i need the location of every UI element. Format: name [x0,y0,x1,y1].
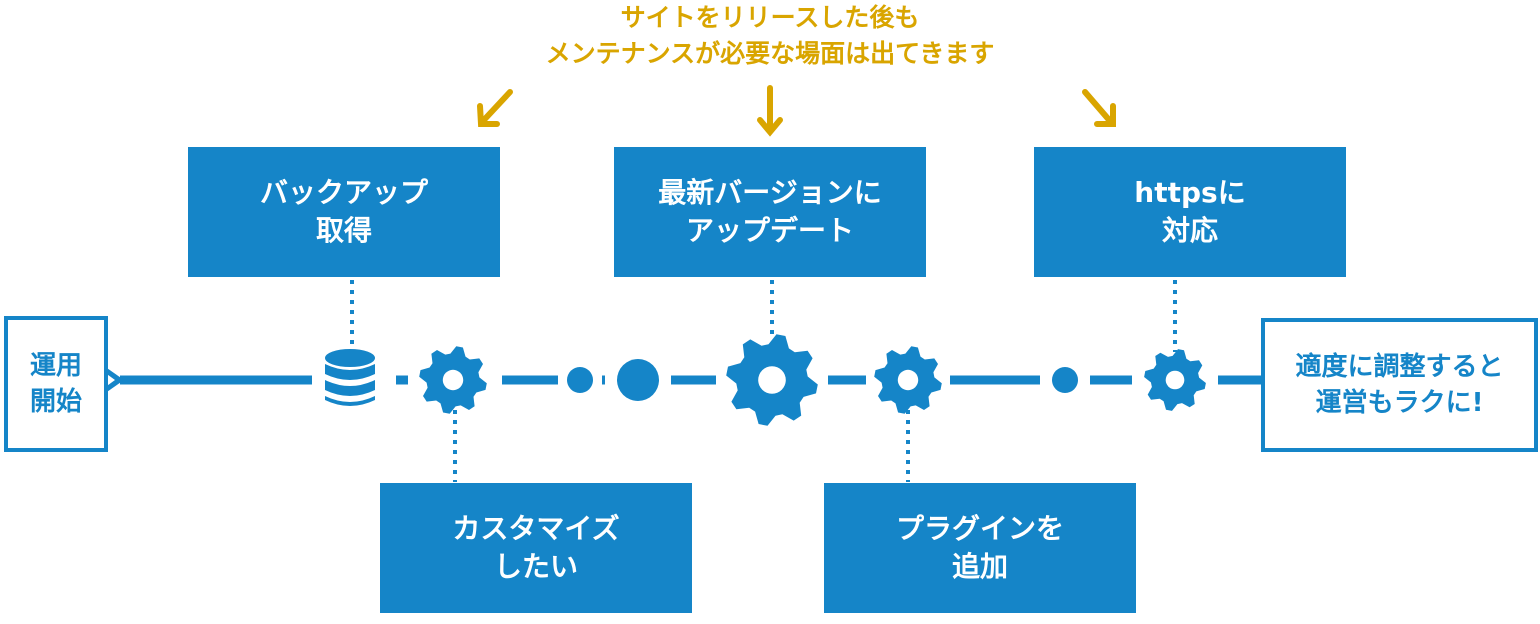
gear-icon-update [726,334,818,426]
gear-icon-https [1144,349,1206,411]
task-plugin-line-1: プラグインを [895,512,1064,545]
task-box-customize: カスタマイズ したい [380,483,692,613]
arrow-down-left-icon [477,89,513,127]
callout-text: サイトをリリースした後も メンテナンスが必要な場面は出てきます [0,0,1540,72]
task-https-line-2: 対応 [1161,214,1218,247]
task-backup-line-2: 取得 [315,214,372,247]
gear-icon-customize [419,346,487,414]
end-box-line-1: 適度に調整すると [1295,352,1504,382]
end-box-line-2: 運営もラクに! [1315,388,1484,418]
callout-line-2: メンテナンスが必要な場面は出てきます [545,39,995,68]
task-update-line-2: アップデート [685,214,854,247]
timeline-dot-large [617,359,659,401]
start-box-line-1: 運用 [29,351,82,381]
task-box-plugin: プラグインを 追加 [824,483,1136,613]
timeline-dot-small-1 [567,367,593,393]
task-backup-line-1: バックアップ [259,176,428,209]
task-box-backup: バックアップ 取得 [188,147,500,277]
task-plugin-line-2: 追加 [951,550,1008,583]
task-customize-line-2: したい [493,550,578,583]
arrow-down-icon [757,85,783,137]
start-box-line-2: 開始 [29,387,82,417]
database-icon [325,349,375,406]
task-update-line-1: 最新バージョンに [658,176,882,209]
task-box-update: 最新バージョンに アップデート [614,147,926,277]
start-box: 運用 開始 [4,316,108,452]
end-box: 適度に調整すると 運営もラクに! [1261,318,1538,452]
arrow-down-right-icon [1082,89,1116,127]
callout-line-1: サイトをリリースした後も [620,3,920,32]
task-box-https: httpsに 対応 [1034,147,1346,277]
task-customize-line-1: カスタマイズ [452,512,620,545]
gear-icon-plugin [874,346,942,414]
timeline-dot-small-2 [1052,367,1078,393]
task-https-line-1: httpsに [1134,176,1246,209]
